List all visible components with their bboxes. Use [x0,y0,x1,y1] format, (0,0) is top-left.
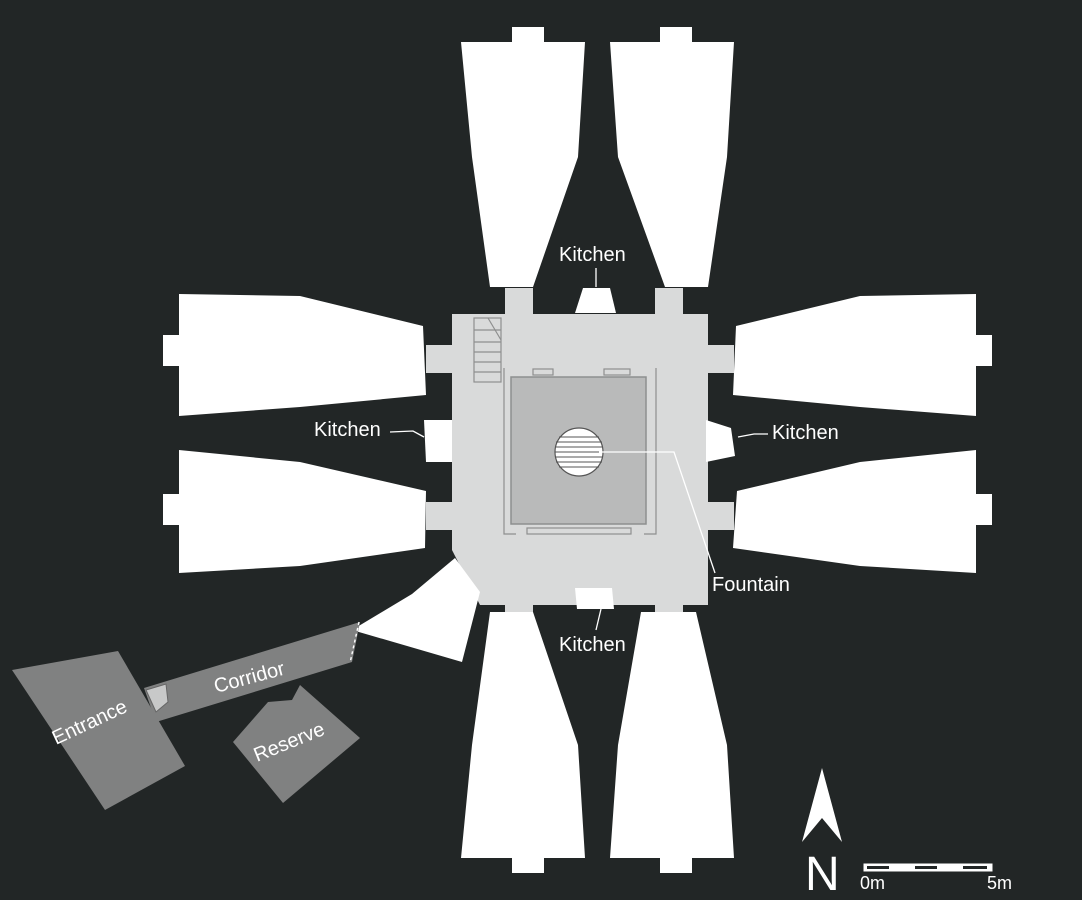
room-west-north [163,294,426,416]
scale-start-label: 0m [860,873,885,893]
kitchen-north-label: Kitchen [559,244,626,266]
scale-bar: 0m 5m [860,863,1012,893]
kitchen-south-room [575,588,614,609]
fountain [554,427,604,477]
kitchen-west-room [424,420,452,462]
room-east-south [733,450,992,573]
kitchen-east-room [706,420,735,462]
staircase [473,317,502,383]
entrance-doorway [145,683,169,713]
room-south-west [461,612,585,873]
kitchens [424,288,735,609]
entrance-room [12,651,185,810]
antechamber [352,558,480,662]
north-arrow-icon [802,768,842,842]
room-north-east [610,27,734,287]
room-north-west [461,27,585,287]
scale-end-label: 5m [987,873,1012,893]
kitchen-east-label: Kitchen [772,422,839,444]
reserve-room [233,685,360,803]
room-west-south [163,450,426,573]
north-arrow: N [802,768,842,900]
corridor-area [144,622,360,722]
fountain-label: Fountain [712,574,790,596]
annex [12,621,360,810]
room-south-east [610,612,734,873]
kitchen-north-room [575,288,616,313]
kitchen-south-label: Kitchen [559,634,626,656]
kitchen-west-label: Kitchen [314,419,381,441]
north-letter: N [805,848,840,900]
rooms [163,27,992,873]
room-east-north [733,294,992,416]
